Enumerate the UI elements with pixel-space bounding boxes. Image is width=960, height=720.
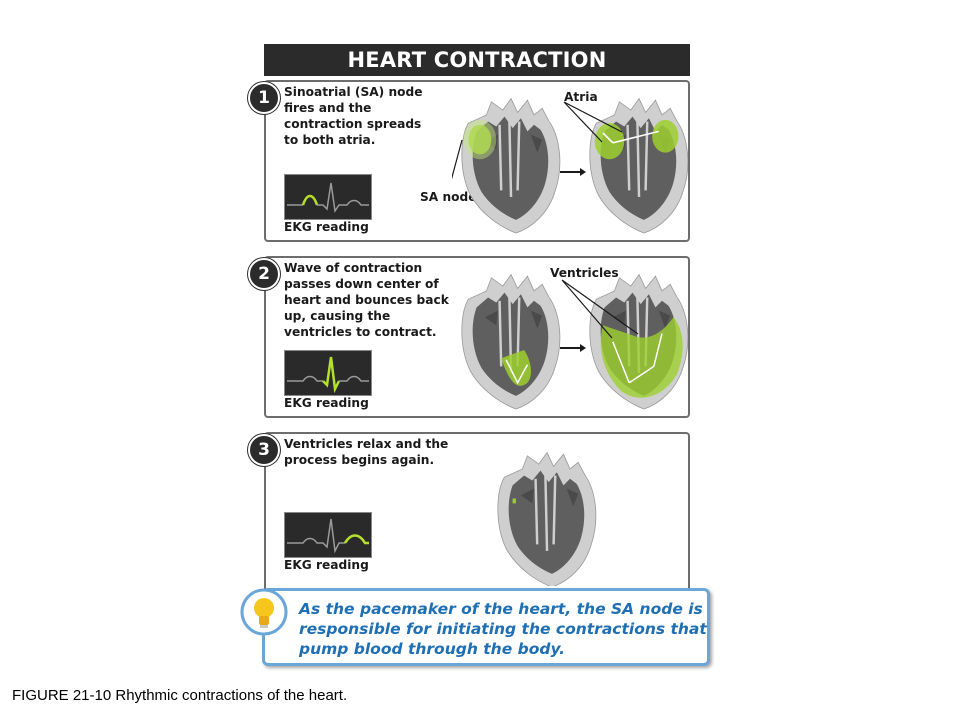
step-1-ekg-chart <box>284 174 372 220</box>
figure-caption: FIGURE 21-10 Rhythmic contractions of th… <box>12 687 348 704</box>
step-2-number: 2 <box>248 258 280 290</box>
pacemaker-note: As the pacemaker of the heart, the SA no… <box>240 588 710 666</box>
step-1-heart-illustration <box>452 97 688 235</box>
step-2-ekg-chart <box>284 350 372 396</box>
lightbulb-icon <box>240 588 288 636</box>
step-1-text: Sinoatrial (SA) node fires and the contr… <box>284 85 423 147</box>
sa-node-label: SA node <box>420 190 477 204</box>
step-2-ekg-label: EKG reading <box>284 396 369 410</box>
pacemaker-note-text: As the pacemaker of the heart, the SA no… <box>299 600 707 658</box>
step-1-number: 1 <box>248 82 280 114</box>
step-3-ekg-chart <box>284 512 372 558</box>
figure-title: HEART CONTRACTION <box>264 44 690 76</box>
step-3-panel: 3 Ventricles relax and the process begin… <box>248 432 690 592</box>
step-3-ekg-label: EKG reading <box>284 558 369 572</box>
ventricles-label: Ventricles <box>550 266 619 280</box>
step-1-ekg-label: EKG reading <box>284 220 369 234</box>
step-3-text: Ventricles relax and the process begins … <box>284 437 449 467</box>
step-1-panel: 1 Sinoatrial (SA) node fires and the con… <box>248 80 690 242</box>
step-2-panel: 2 Wave of contraction passes down center… <box>248 256 690 418</box>
heart-contraction-figure: HEART CONTRACTION 1 Sinoatrial (SA) node… <box>240 42 710 672</box>
step-3-number: 3 <box>248 434 280 466</box>
step-3-heart-illustration <box>496 451 598 586</box>
step-2-text: Wave of contraction passes down center o… <box>284 261 449 339</box>
atria-label: Atria <box>564 90 598 104</box>
step-2-heart-illustration <box>460 273 688 411</box>
